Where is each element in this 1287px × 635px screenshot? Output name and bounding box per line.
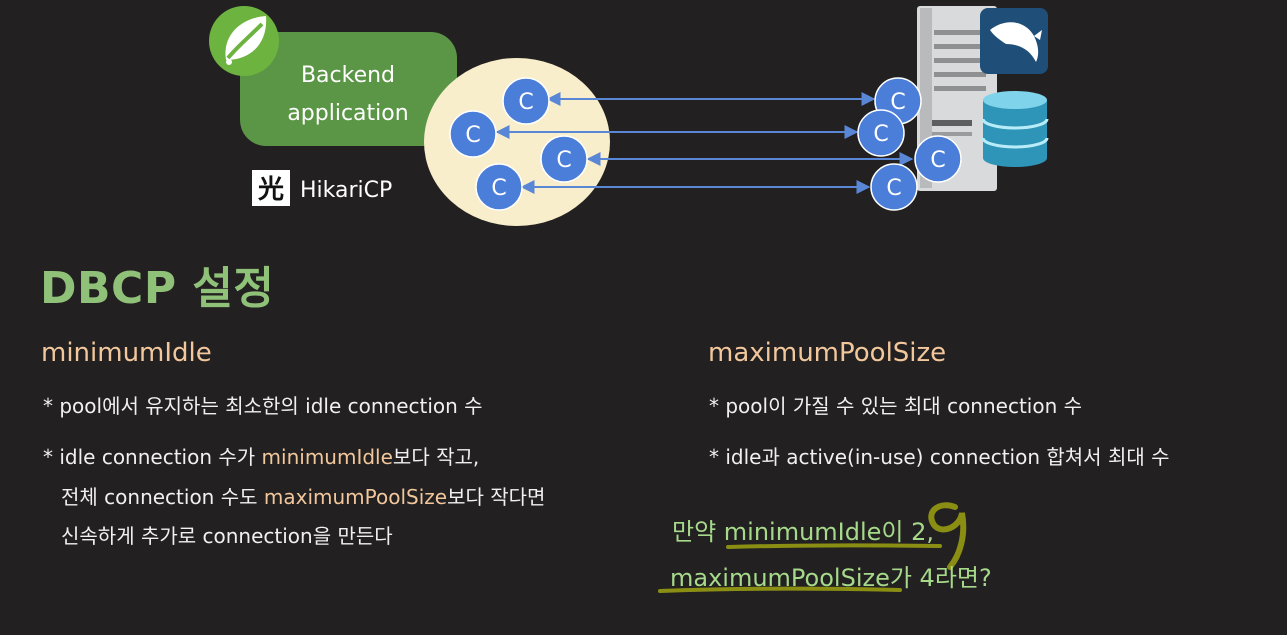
- svg-text:C: C: [930, 148, 945, 173]
- svg-text:C: C: [556, 148, 571, 173]
- backend-label-line2: application: [287, 101, 408, 126]
- text-segment: 보다 작다면: [447, 485, 546, 509]
- connection-circle: C: [540, 135, 588, 183]
- hikaricp-logo-icon: 光: [252, 170, 290, 206]
- svg-text:C: C: [491, 176, 506, 201]
- svg-text:C: C: [465, 123, 480, 148]
- minimum-idle-bullet-2-line1: * idle connection 수가 minimumIdle보다 작고,: [43, 438, 479, 477]
- spring-leaf-icon: [209, 6, 279, 76]
- minimum-idle-highlight: minimumIdle: [261, 445, 393, 469]
- minimum-idle-bullet-1: * pool에서 유지하는 최소한의 idle connection 수: [43, 394, 483, 418]
- connection-circle: C: [857, 109, 905, 157]
- connection-circle: C: [475, 163, 523, 211]
- minimum-idle-bullet-2-line2: 전체 connection 수도 maximumPoolSize보다 작다면: [61, 478, 545, 517]
- svg-text:C: C: [518, 90, 533, 115]
- mysql-dolphin-icon: [980, 8, 1048, 74]
- hikaricp-label: HikariCP: [300, 178, 392, 203]
- text-segment: 전체 connection 수도: [61, 485, 264, 509]
- svg-text:光: 光: [257, 175, 284, 205]
- database-icon: [981, 91, 1049, 167]
- minimum-idle-heading: minimumIdle: [41, 338, 212, 368]
- text-segment: 보다 작고,: [392, 445, 480, 469]
- backend-label-line1: Backend: [301, 63, 395, 88]
- maximum-pool-size-bullet-2: * idle과 active(in-use) connection 합쳐서 최대…: [709, 445, 1170, 469]
- connection-circle: C: [870, 163, 918, 211]
- svg-text:C: C: [890, 90, 905, 115]
- connection-circle: C: [914, 135, 962, 183]
- page-title: DBCP 설정: [40, 263, 275, 314]
- text-segment: * idle connection 수가: [43, 445, 262, 469]
- connection-circle: C: [449, 110, 497, 158]
- backend-application-box: [240, 32, 457, 146]
- handwritten-annotation: [658, 502, 967, 593]
- svg-text:C: C: [873, 122, 888, 147]
- dbcp-diagram: Backend application 光 HikariCP: [209, 6, 1049, 226]
- svg-text:C: C: [886, 176, 901, 201]
- maximum-pool-size-highlight: maximumPoolSize: [263, 485, 448, 509]
- question-line1: 만약 minimumIdle이 2,: [672, 518, 935, 546]
- minimum-idle-bullet-2-line3: 신속하게 추가로 connection을 만든다: [61, 524, 393, 548]
- question-line2: maximumPoolSize가 4라면?: [670, 564, 992, 592]
- connection-circle: C: [502, 77, 550, 125]
- maximum-pool-size-bullet-1: * pool이 가질 수 있는 최대 connection 수: [709, 394, 1083, 418]
- maximum-pool-size-heading: maximumPoolSize: [708, 338, 947, 368]
